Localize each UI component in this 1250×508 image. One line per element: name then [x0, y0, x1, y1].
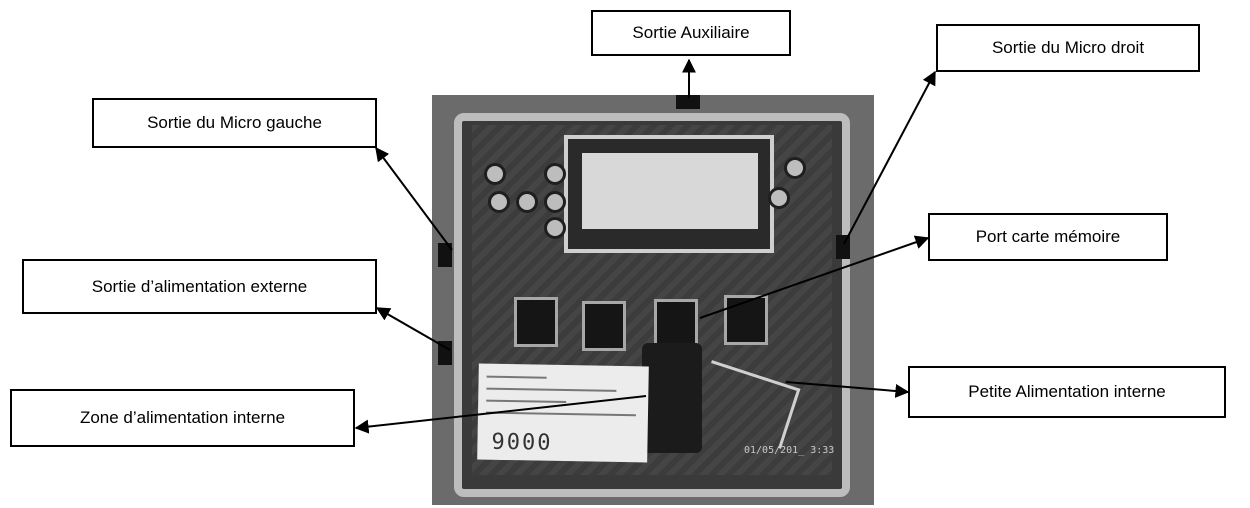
- arrow-external-power: [377, 308, 450, 350]
- arrow-internal-power-zone: [356, 396, 646, 428]
- arrow-left-mic: [376, 148, 452, 250]
- label-left-mic-output: Sortie du Micro gauche: [92, 98, 377, 148]
- label-right-mic-output: Sortie du Micro droit: [936, 24, 1200, 72]
- label-internal-power-zone: Zone d’alimentation interne: [10, 389, 355, 447]
- arrow-memory-port: [700, 238, 928, 318]
- arrow-small-internal-power: [786, 382, 908, 392]
- label-small-internal-power: Petite Alimentation interne: [908, 366, 1226, 418]
- arrow-right-mic: [844, 72, 935, 244]
- label-external-power-output: Sortie d’alimentation externe: [22, 259, 377, 314]
- label-aux-output: Sortie Auxiliaire: [591, 10, 791, 56]
- label-memory-card-port: Port carte mémoire: [928, 213, 1168, 261]
